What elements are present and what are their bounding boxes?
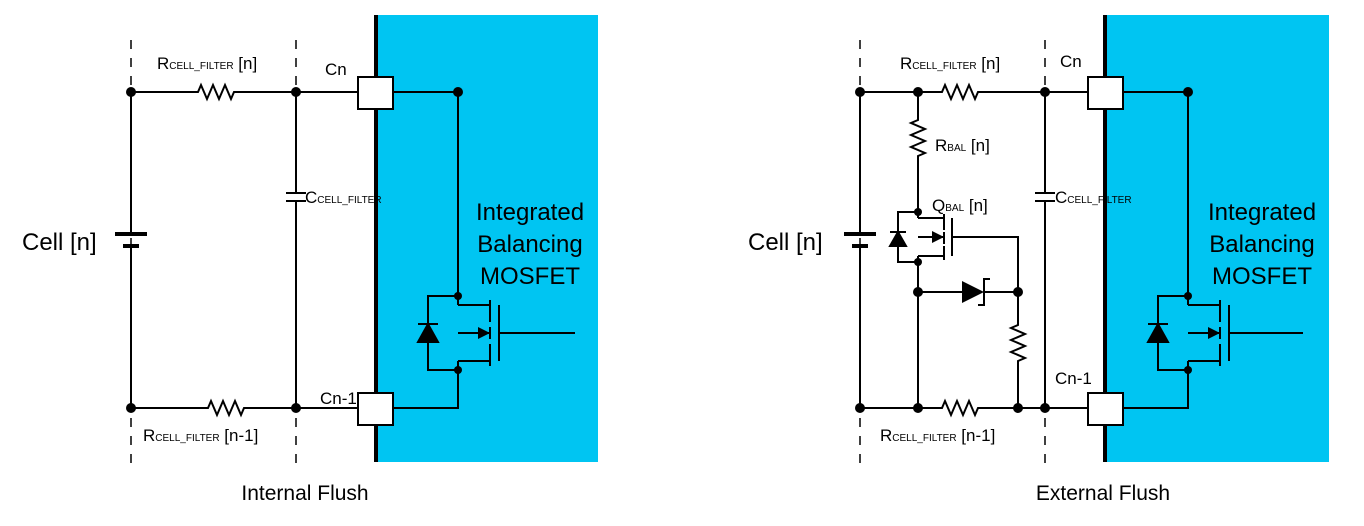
- mosfet-label-line2: Balancing: [1209, 231, 1314, 258]
- pin-cn-box: [357, 76, 394, 110]
- c-cell-filter-label: CCELL_FILTER: [305, 188, 382, 207]
- pin-cn1-box: [357, 392, 394, 426]
- mosfet-label-line3: MOSFET: [1212, 263, 1312, 290]
- internal-mosfet-arrow: [478, 327, 490, 339]
- c-cell-filter-capacitor: [1035, 92, 1055, 408]
- caption-external-flush: External Flush: [1036, 482, 1170, 505]
- zener-diode: [962, 281, 984, 303]
- pin-cn-label: Cn: [1060, 52, 1082, 71]
- q-bal-label: QBAL [n]: [932, 196, 988, 215]
- mosfet-label-line1: Integrated: [1208, 199, 1316, 226]
- pin-cn-label: Cn: [325, 60, 347, 79]
- q-bal-arrow: [932, 231, 944, 243]
- mosfet-label-line2: Balancing: [477, 231, 582, 258]
- ic-chip-area: [1105, 15, 1329, 462]
- r-cell-filter-top-label: RCELL_FILTER [n]: [157, 54, 257, 73]
- pin-cn1-label: Cn-1: [320, 389, 357, 408]
- zener-diode-bar: [978, 278, 990, 306]
- mosfet-label-line1: Integrated: [476, 199, 584, 226]
- external-resistor: [1008, 292, 1028, 408]
- junction-dots: [126, 87, 463, 413]
- internal-body-diode: [1146, 321, 1170, 343]
- ic-chip-area: [376, 15, 598, 462]
- pin-cn-box: [1087, 76, 1124, 110]
- c-cell-filter-capacitor: [286, 92, 306, 408]
- c-cell-filter-label: CCELL_FILTER: [1055, 188, 1132, 207]
- pin-cn1-box: [1087, 392, 1124, 426]
- q-bal-body-diode: [888, 229, 908, 247]
- pin-cn1-label: Cn-1: [1055, 369, 1092, 388]
- q-bal-mosfet: [897, 211, 1019, 408]
- cell-label: Cell [n]: [22, 229, 97, 256]
- r-cell-filter-top-resistor: [131, 82, 358, 102]
- r-cell-filter-top-resistor: [860, 82, 1088, 102]
- caption-internal-flush: Internal Flush: [241, 482, 368, 505]
- r-cell-filter-bottom-label: RCELL_FILTER [n-1]: [880, 426, 995, 445]
- cell-label: Cell [n]: [748, 229, 823, 256]
- r-cell-filter-top-label: RCELL_FILTER [n]: [900, 54, 1000, 73]
- external-flush-diagram: RCELL_FILTER [n] RCELL_FILTER [n-1] CCEL…: [748, 15, 1329, 505]
- r-cell-filter-bottom-resistor: [131, 398, 358, 418]
- r-cell-filter-bottom-resistor: [860, 398, 1088, 418]
- internal-body-diode: [416, 321, 440, 343]
- r-bal-label: RBAL [n]: [935, 136, 990, 155]
- junction-dots: [855, 87, 1193, 413]
- mosfet-label-line3: MOSFET: [480, 263, 580, 290]
- r-cell-filter-bottom-label: RCELL_FILTER [n-1]: [143, 426, 258, 445]
- r-bal-resistor: [908, 92, 928, 212]
- internal-mosfet-arrow: [1208, 327, 1220, 339]
- internal-flush-diagram: RCELL_FILTER [n] RCELL_FILTER [n-1] CCEL…: [22, 15, 598, 505]
